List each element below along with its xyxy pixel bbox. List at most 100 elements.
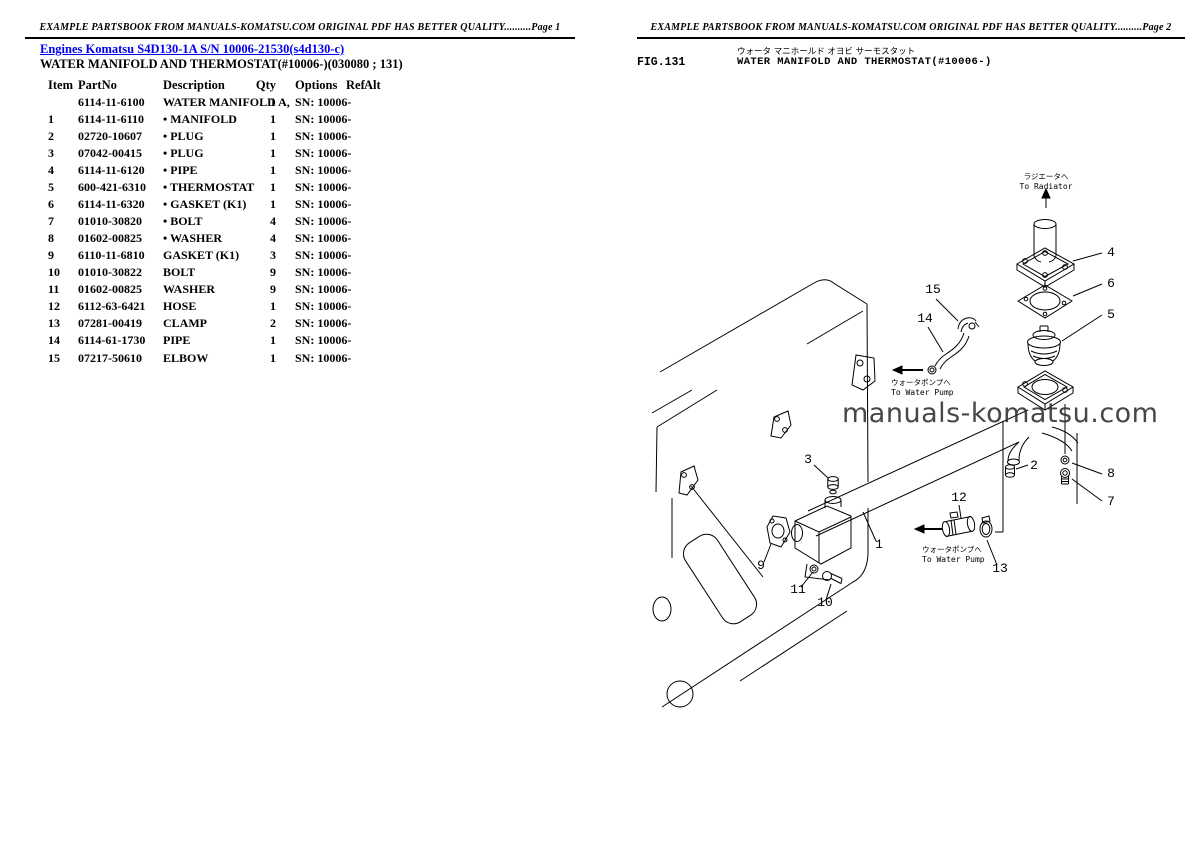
elbow-15 [957,317,980,333]
cell-description: • PIPE [163,162,198,177]
callout-9: 9 [757,558,765,573]
cell-qty: 1 [270,128,276,143]
cell-description: BOLT [163,265,196,280]
table-row: 4 6114-11-6120 • PIPE 1 SN: 10006- [0,163,595,180]
cell-item: 14 [48,333,60,348]
cell-options: SN: 10006- [295,282,352,297]
callout-6: 6 [1107,276,1115,291]
cell-options: SN: 10006- [295,162,352,177]
pipe-14 [927,332,970,375]
table-row: 14 6114-61-1730 PIPE 1 SN: 10006- [0,333,595,350]
cell-description: GASKET (K1) [163,248,240,263]
cell-options: SN: 10006- [295,128,352,143]
gasket-9 [766,515,791,548]
cell-partno: 6114-11-6120 [78,162,145,177]
to-water-pump-lower-en: To Water Pump [922,555,985,564]
table-row: 5 600-421-6310 • THERMOSTAT 1 SN: 10006- [0,180,595,197]
cell-description: CLAMP [163,316,207,331]
col-header-partno: PartNo [78,78,117,92]
callout-15: 15 [925,282,941,297]
cell-item: 8 [48,231,54,246]
cell-options: SN: 10006- [295,248,352,263]
cell-description: • GASKET (K1) [163,196,247,211]
gasket-6 [1017,284,1073,319]
table-row: 2 02720-10607 • PLUG 1 SN: 10006- [0,129,595,146]
callout-7: 7 [1107,494,1115,509]
plug-2 [1005,464,1015,478]
callout-14: 14 [917,311,933,326]
cell-qty: 3 [270,248,276,263]
cell-options: SN: 10006- [295,299,352,314]
cell-item: 6 [48,196,54,211]
cell-partno: 01010-30822 [78,265,142,280]
table-row: 15 07217-50610 ELBOW 1 SN: 10006- [0,351,595,368]
right-page-header: EXAMPLE PARTSBOOK FROM MANUALS-KOMATSU.C… [637,22,1185,39]
cell-item: 10 [48,265,60,280]
cell-options: SN: 10006- [295,145,352,160]
cell-item: 2 [48,128,54,143]
cell-options: SN: 10006- [295,333,352,348]
washer-8 [1060,455,1070,465]
callout-5: 5 [1107,307,1115,322]
table-row: 9 6110-11-6810 GASKET (K1) 3 SN: 10006- [0,248,595,265]
cell-options: SN: 10006- [295,179,352,194]
engine-model-link[interactable]: Engines Komatsu S4D130-1A S/N 10006-2153… [40,42,345,56]
cell-item: 7 [48,213,54,228]
cell-item: 5 [48,179,54,194]
callout-2: 2 [1030,458,1038,473]
cell-qty: 1 [270,179,276,194]
cell-qty: 1 [270,196,276,211]
to-water-pump-arrow-lower [913,524,942,534]
cell-qty: 1 [270,299,276,314]
cell-options: SN: 10006- [295,316,352,331]
left-page-title: WATER MANIFOLD AND THERMOSTAT(#10006-)(0… [40,57,403,71]
engine-block [651,279,876,708]
callout-leaders [763,252,1103,601]
site-watermark: manuals-komatsu.com [842,398,1158,429]
cell-item: 9 [48,248,54,263]
cell-description: • THERMOSTAT [163,179,255,194]
cell-partno: 6114-61-1730 [78,333,146,348]
left-page-header: EXAMPLE PARTSBOOK FROM MANUALS-KOMATSU.C… [25,22,575,39]
to-water-pump-arrow-upper [891,365,923,375]
cell-description: WASHER [163,282,216,297]
table-row: 6114-11-6100 WATER MANIFOLD A, 1 SN: 100… [0,95,595,112]
cell-partno: 6110-11-6810 [78,248,145,263]
cell-item: 4 [48,162,54,177]
cell-description: • PLUG [163,128,204,143]
col-header-item: Item [48,78,73,92]
col-header-qty: Qty [255,78,276,92]
right-page-title-japanese: ウォータ マニホールド オヨビ サーモスタット [737,47,916,57]
to-radiator-arrow [1041,187,1051,208]
table-row: 3 07042-00415 • PLUG 1 SN: 10006- [0,146,595,163]
cell-item: 15 [48,350,60,365]
right-page-title: WATER MANIFOLD AND THERMOSTAT(#10006-) [737,56,992,68]
cell-options: SN: 10006- [295,196,352,211]
cell-qty: 4 [270,213,276,228]
thermostat-housing-4 [1016,219,1076,288]
cell-qty: 1 [270,333,276,348]
washer-11 [809,564,819,574]
cell-partno: 01602-00825 [78,282,142,297]
water-manifold-1 [791,409,1029,581]
plug-3 [827,476,839,495]
clamp-13 [979,515,993,538]
col-header-alt: Alt [364,78,381,92]
cell-qty: 2 [270,316,276,331]
to-radiator-label-en: To Radiator [1020,182,1073,191]
cell-partno: 01602-00825 [78,231,142,246]
figure-number: FIG.131 [637,56,686,69]
cell-partno: 6114-11-6100 [78,94,145,109]
bolt-7 [1060,468,1070,485]
table-row: 7 01010-30820 • BOLT 4 SN: 10006- [0,214,595,231]
cell-partno: 600-421-6310 [78,179,146,194]
cell-partno: 6114-11-6110 [78,111,145,126]
cell-partno: 6114-11-6320 [78,196,145,211]
table-row: 1 6114-11-6110 • MANIFOLD 1 SN: 10006- [0,112,595,129]
callout-12: 12 [951,490,967,505]
callout-4: 4 [1107,245,1115,260]
cell-options: SN: 10006- [295,111,352,126]
table-row: 10 01010-30822 BOLT 9 SN: 10006- [0,265,595,282]
callout-1: 1 [875,537,883,552]
